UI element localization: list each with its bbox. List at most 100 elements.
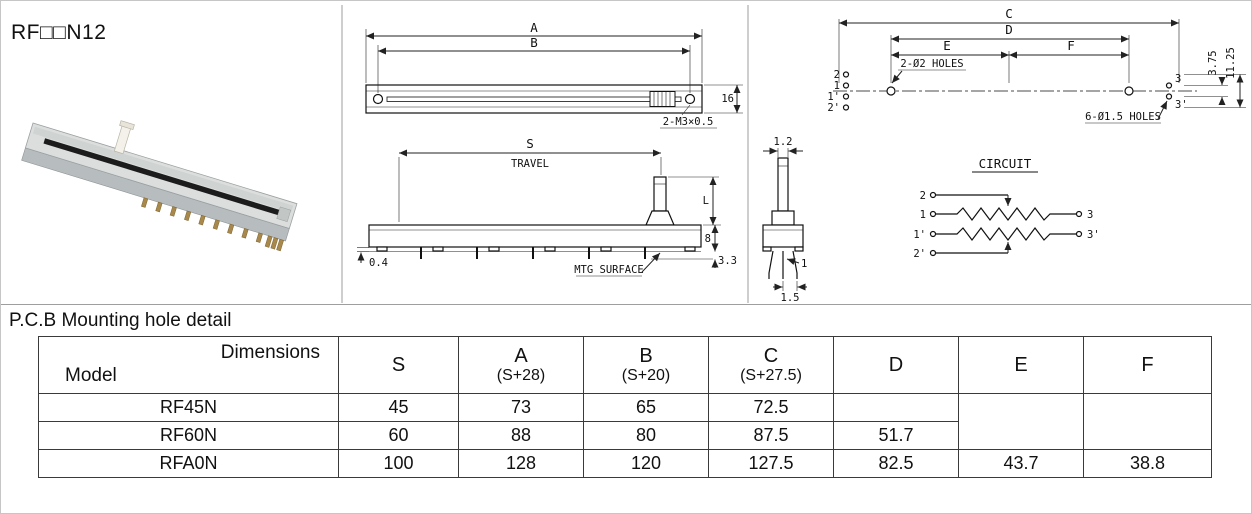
dim-standoff-label: 0.4 bbox=[369, 257, 388, 269]
terminal-3p-label: 3' bbox=[1087, 229, 1100, 241]
col-header-b: B(S+20) bbox=[583, 336, 709, 394]
slider-lever bbox=[113, 120, 135, 155]
pin-2p-label: 2' bbox=[827, 102, 840, 114]
empty-cell bbox=[958, 393, 1084, 450]
pcb-hole-2mm bbox=[1124, 86, 1134, 96]
dim-d-label: D bbox=[1005, 22, 1013, 37]
model-cell: RF60N bbox=[38, 421, 339, 450]
terminal-1-label: 1 bbox=[920, 209, 926, 221]
value-cell: 120 bbox=[583, 449, 709, 478]
side-view-drawing: S TRAVEL bbox=[357, 136, 737, 277]
terminal-1p-label: 1' bbox=[913, 229, 926, 241]
value-cell: 72.5 bbox=[708, 393, 834, 422]
solder-pins bbox=[141, 197, 284, 252]
pcb-hole-1p5mm bbox=[842, 82, 850, 89]
value-cell: 65 bbox=[583, 393, 709, 422]
col-header-a: A(S+28) bbox=[458, 336, 584, 394]
value-cell: 82.5 bbox=[833, 449, 959, 478]
resistor-element bbox=[936, 207, 1076, 221]
pin-2-label: 2 bbox=[834, 69, 840, 81]
terminal-3-label: 3 bbox=[1087, 209, 1093, 221]
empty-cell bbox=[1083, 393, 1212, 450]
technical-drawing-canvas: text{font-family:"DejaVu Sans Mono",mono… bbox=[21, 5, 1246, 304]
corner-model-label: Model bbox=[65, 365, 117, 386]
pcb-detail-section: P.C.B Mounting hole detail Dimensions Mo… bbox=[1, 305, 1251, 478]
dim-pin-width-label: 1 bbox=[801, 258, 807, 270]
dim-s-label: S bbox=[526, 136, 534, 151]
table-row-rf45n: RF45N 45 73 65 72.5 bbox=[38, 393, 1212, 450]
value-cell: 128 bbox=[458, 449, 584, 478]
col-header-e: E bbox=[958, 336, 1084, 394]
dim-pin-pitch-label: 1.5 bbox=[781, 292, 800, 304]
model-cell: RFA0N bbox=[38, 449, 339, 478]
mounting-hole bbox=[372, 93, 384, 105]
dim-b-label: B bbox=[530, 35, 538, 50]
value-cell: 88 bbox=[458, 421, 584, 450]
dimensions-table: Dimensions Model S A(S+28) B(S+20) C(S+2… bbox=[38, 336, 1212, 478]
lever-shaft bbox=[653, 176, 667, 212]
circuit-title: CIRCUIT bbox=[979, 156, 1032, 171]
dim-e-label: E bbox=[943, 38, 951, 53]
product-photo bbox=[21, 120, 298, 252]
dim-pin-length-label: 3.3 bbox=[718, 255, 737, 267]
pin-1-label: 1 bbox=[834, 80, 840, 92]
dim-row-pitch-label: 3.75 bbox=[1207, 50, 1219, 75]
big-holes-note: 2-Ø2 HOLES bbox=[900, 58, 963, 70]
value-cell: 87.5 bbox=[708, 421, 834, 450]
value-cell: 38.8 bbox=[1083, 449, 1212, 478]
drawing-section: RF□□N12 text{font-family:"DejaVu Sans Mo… bbox=[1, 1, 1251, 305]
terminal-2p-label: 2' bbox=[913, 248, 926, 260]
pcb-hole-1p5mm bbox=[842, 71, 850, 78]
model-cell: RF45N bbox=[38, 393, 339, 422]
small-holes-note: 6-Ø1.5 HOLES bbox=[1085, 111, 1161, 123]
col-header-d: D bbox=[833, 336, 959, 394]
col-header-s: S bbox=[338, 336, 459, 394]
table-header-row: Dimensions Model S A(S+28) B(S+20) C(S+2… bbox=[38, 336, 1212, 394]
dim-f-label: F bbox=[1067, 38, 1075, 53]
pcb-view-drawing: C D E F 2-Ø2 HOLES 2 1 bbox=[827, 6, 1246, 124]
dim-lever-label: L bbox=[703, 195, 709, 207]
circuit-diagram: CIRCUIT 2 1 3 1' 3' 2' bbox=[913, 156, 1099, 260]
value-cell: 80 bbox=[583, 421, 709, 450]
value-cell: 73 bbox=[458, 393, 584, 422]
empty-cell bbox=[833, 393, 959, 422]
resistor-element bbox=[936, 227, 1076, 241]
dim-16-label: 16 bbox=[721, 93, 734, 105]
dim-row-span-label: 11.25 bbox=[1225, 47, 1237, 79]
pcb-hole-1p5mm bbox=[842, 93, 850, 100]
pin-3p-label: 3' bbox=[1175, 99, 1188, 111]
col-header-c: C(S+27.5) bbox=[708, 336, 834, 394]
value-cell: 51.7 bbox=[833, 421, 959, 450]
pcb-hole-1p5mm bbox=[842, 104, 850, 111]
pcb-hole-2mm bbox=[886, 86, 896, 96]
dim-body-height-label: 8 bbox=[705, 233, 711, 245]
dim-c-label: C bbox=[1005, 6, 1013, 21]
pin-1p-label: 1' bbox=[827, 91, 840, 103]
dim-a-label: A bbox=[530, 20, 538, 35]
slider-knob-front bbox=[649, 91, 676, 107]
thread-note-label: 2-M3×0.5 bbox=[663, 116, 714, 128]
value-cell: 127.5 bbox=[708, 449, 834, 478]
pin-3-label: 3 bbox=[1175, 73, 1181, 85]
value-cell: 43.7 bbox=[958, 449, 1084, 478]
cross-section-drawing: 1.2 1 1.5 bbox=[762, 136, 807, 304]
mounting-hole bbox=[684, 93, 696, 105]
pcb-hole-1p5mm bbox=[1165, 93, 1173, 100]
value-cell: 100 bbox=[338, 449, 459, 478]
value-cell: 60 bbox=[338, 421, 459, 450]
corner-dimensions-label: Dimensions bbox=[220, 342, 320, 363]
col-header-f: F bbox=[1083, 336, 1212, 394]
dim-lever-width-label: 1.2 bbox=[774, 136, 793, 148]
part-number-title: RF□□N12 bbox=[11, 21, 107, 44]
table-row-rfa0n: RFA0N 100 128 120 127.5 82.5 43.7 38.8 bbox=[38, 449, 1212, 478]
table-row-rf60n: RF60N 60 88 80 87.5 51.7 bbox=[38, 421, 1212, 450]
section-heading: P.C.B Mounting hole detail bbox=[9, 310, 232, 331]
table-corner-cell: Dimensions Model bbox=[38, 336, 339, 394]
travel-label: TRAVEL bbox=[511, 158, 549, 170]
front-view-drawing: A B 16 2-M3×0.5 bbox=[365, 20, 743, 129]
terminal-2-label: 2 bbox=[920, 190, 926, 202]
value-cell: 45 bbox=[338, 393, 459, 422]
mtg-surface-label: MTG SURFACE bbox=[574, 264, 644, 276]
slider-body-side bbox=[368, 224, 702, 248]
